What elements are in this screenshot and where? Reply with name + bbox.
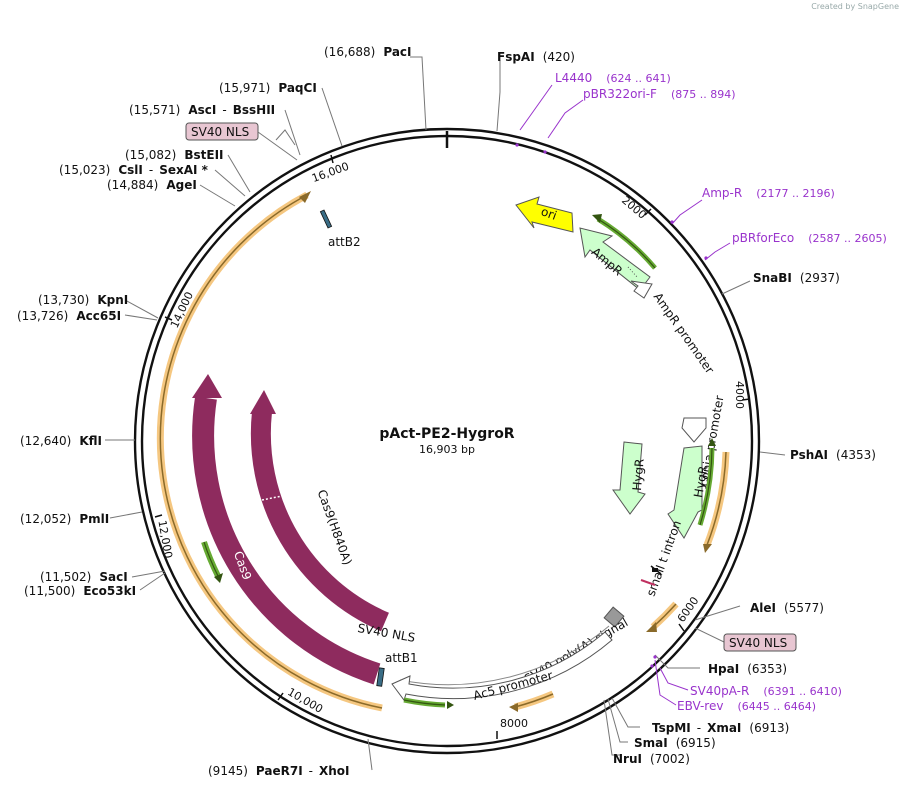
sv40polya-marker [603,606,625,628]
ori-arrow [515,196,574,233]
hygr-arrow-b [667,445,703,539]
small-t-label: small t intron [644,519,684,599]
site-kpni: (13,730)KpnI [38,293,128,307]
ac5-promoter-arrow [391,631,613,702]
primer-ebvrev: EBV-rev(6445 .. 6464) [677,699,816,713]
tick-4000: 4000 [733,381,746,409]
ori-label: ori [539,204,558,222]
sv40-nls-box-top: SV40 NLS [185,122,259,141]
site-nrui: NruI(7002) [613,752,690,766]
cas9h840a-label: Cas9(H840A) [315,488,355,567]
attb2-label: attB2 [328,235,361,249]
site-alei: AleI(5577) [750,601,824,615]
hygr-label-a: HygR [630,458,647,491]
site-paci: (16,688)PacI [324,45,412,59]
ampr-arrow [579,227,651,291]
small-t-marker [640,565,662,586]
site-fspai: FspAI(420) [497,50,575,64]
primer-ampr: Amp-R(2177 .. 2196) [702,186,835,200]
site-paer7i: (9145)PaeR7I-XhoI [208,764,350,778]
site-kfli: (12,640)KflI [20,434,102,448]
site-smai: SmaI(6915) [634,736,716,750]
site-saci: (11,502)SacI [40,570,128,584]
ampr-promoter-arrow [630,280,653,299]
site-paqci: (15,971)PaqCI [219,81,317,95]
attb1-marker [376,667,385,687]
site-eco53ki: (11,500)Eco53kI [24,584,136,598]
cas9h840a-arc [250,410,389,632]
site-agei: (14,884)AgeI [107,178,197,192]
site-snabi: SnaBI(2937) [753,271,840,285]
tick-6000: 6000 [675,594,702,624]
plasmid-name: pAct-PE2-HygroR [379,426,514,442]
svg-text:SV40 NLS: SV40 NLS [729,636,787,650]
watermark: Created by SnapGene [811,2,899,11]
primer-l4440: L4440(624 .. 641) [555,71,671,85]
site-bsteii: (15,082)BstEII [125,148,224,162]
primer-sv40pa: SV40pA-R(6391 .. 6410) [690,684,842,698]
primer-pbr322: pBR322ori-F(875 .. 894) [583,87,736,101]
site-asci: (15,571)AscI-BssHII [129,103,275,117]
primer-pbrforeco: pBRforEco(2587 .. 2605) [732,231,887,245]
svg-text:SV40 NLS: SV40 NLS [191,125,249,139]
attb2-marker [319,209,333,229]
plasmid-length: 16,903 bp [419,443,475,456]
hygr-arrow-a [612,441,646,515]
attb1-label: attB1 [385,651,418,665]
site-acc65i: (13,726)Acc65I [17,309,121,323]
tick-8000: 8000 [500,717,528,730]
site-pmli: (12,052)PmlI [20,512,109,526]
site-csli: (15,023)CslI-SexAI * [59,163,209,177]
site-tspmi: TspMI-XmaI(6913) [652,721,789,735]
ampr-promoter-label: AmpR promoter [651,290,717,376]
site-pshai: PshAI(4353) [790,448,876,462]
site-hpai: HpaI(6353) [708,662,787,676]
cas9-arrowhead [192,374,222,398]
backbone-outer [133,127,761,755]
copia-promoter-arrow [681,417,707,443]
tick-16000: 16,000 [310,160,351,185]
cas9-arc [192,396,381,685]
sv40nls-inner-label: SV40 NLS [357,621,417,645]
sv40-nls-box-right: SV40 NLS [723,633,797,652]
